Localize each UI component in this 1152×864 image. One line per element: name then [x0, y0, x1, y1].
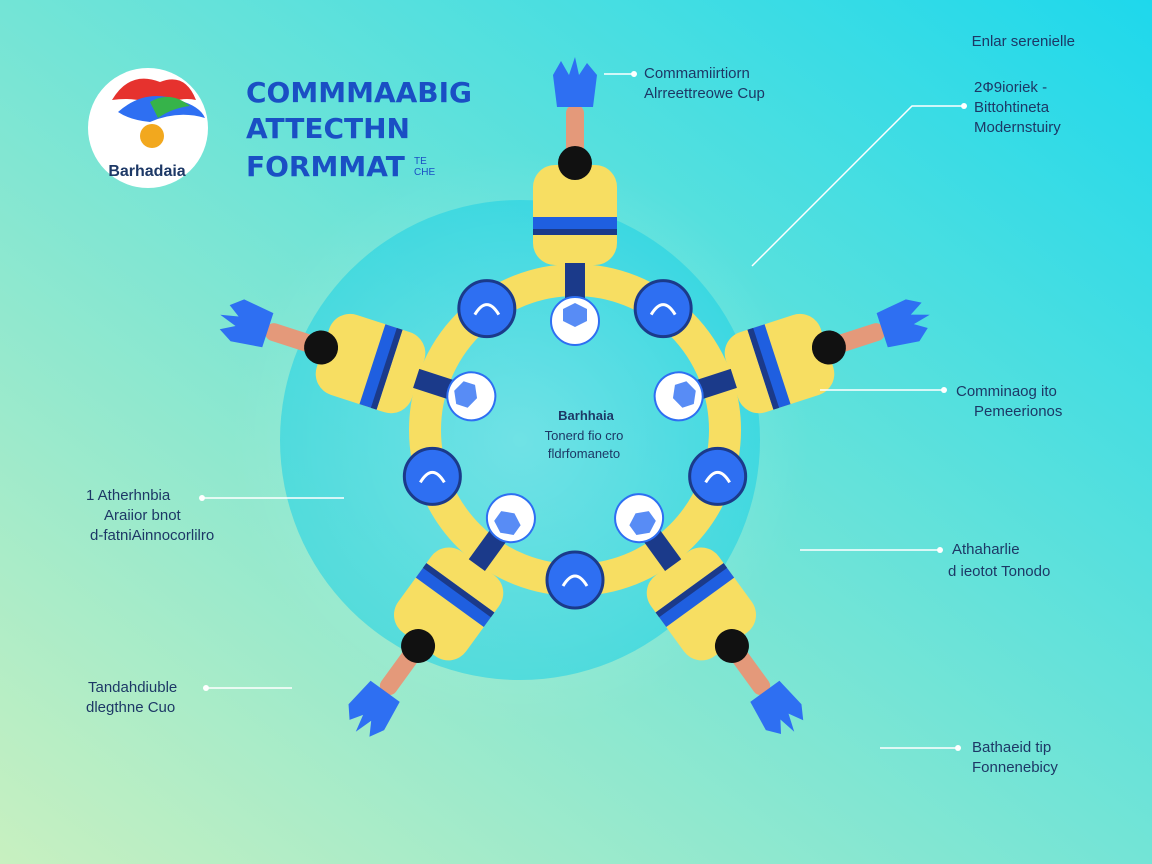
callout-text-1: 1 Atherhnbia [86, 487, 171, 504]
glove-fist-detail [649, 303, 677, 316]
callout-dot [941, 387, 947, 393]
callout-text-2: dlegthne Cuo [86, 699, 175, 716]
goalkeeper-left [219, 299, 497, 422]
glove-fist-icon [688, 446, 748, 506]
glove-icon [553, 57, 597, 107]
glove-joint [402, 446, 462, 506]
goalkeeper-leg [692, 368, 737, 401]
players-ring [219, 57, 930, 737]
title-line-1: COMMMAABIG [246, 76, 472, 109]
goalkeeper-head [304, 330, 339, 365]
callout-text-1: Commamiirtiorn [644, 65, 750, 82]
jersey-stripe-dark [370, 327, 403, 410]
center-line-1: Barhhaia [558, 408, 614, 423]
jersey-stripe [655, 563, 735, 628]
goalkeeper-bottom-left [348, 493, 536, 737]
title-suffix: ТЕ СНЕ [414, 156, 435, 178]
jersey-stripe-dark [747, 327, 780, 410]
goalkeeper-head [811, 330, 846, 365]
glove-fist-icon [457, 279, 517, 339]
goalkeeper-head [401, 629, 436, 664]
callout-bottom-right: Bathaeid tip Fonnenebicy [880, 739, 1058, 776]
callout-dot [955, 745, 961, 751]
glove-icon [750, 680, 804, 734]
top-right-label: Enlar serenielle [972, 33, 1075, 50]
glove-fist-detail [473, 303, 501, 316]
callout-dot [199, 495, 205, 501]
jersey-stripe-dark [533, 229, 617, 235]
jersey-stripe-dark [422, 563, 495, 618]
callout-right-lower: Athaharlie d ieotot Tonodo [800, 541, 1050, 580]
logo-ball-icon [140, 124, 164, 148]
glove-fist-icon [402, 446, 462, 506]
ball-pattern [563, 303, 587, 327]
event-logo: Barhadaia [88, 68, 208, 188]
ball-pattern [454, 381, 478, 408]
title-suffix-b: СНЕ [414, 167, 435, 178]
callout-dot [631, 71, 637, 77]
goalkeeper-head [714, 629, 749, 664]
glove-fist-detail [561, 574, 589, 587]
center-line-3: fldrfomaneto [548, 446, 620, 461]
callout-text-1: Bathaeid tip [972, 739, 1051, 756]
glove-joint [457, 279, 517, 339]
glove-icon [876, 299, 930, 348]
callout-text-3: d-fatniAinnocorlilro [90, 527, 214, 544]
callout-right-middle: Comminaog ito Pemeerionos [820, 383, 1062, 420]
glove-joint [545, 550, 605, 610]
glove-fist-icon [545, 550, 605, 610]
callout-text-1: 2Ф9ioriek - [974, 79, 1047, 96]
callout-dot [937, 547, 943, 553]
title-line-2: ATTECTHN [246, 112, 410, 145]
callout-text-3: Modernstuiry [974, 119, 1061, 136]
goalkeeper-head [558, 146, 592, 180]
callout-text-2: d ieotot Tonodo [948, 563, 1050, 580]
callout-text-2: Pemeerionos [974, 403, 1062, 420]
ball-pattern [672, 381, 696, 408]
title-suffix-a: ТЕ [414, 156, 427, 167]
callout-upper-right: 2Ф9ioriek - Bittohtineta Modernstuiry [751, 79, 1061, 267]
callout-leader [751, 105, 962, 267]
callout-text-1: Tandahdiuble [88, 679, 177, 696]
goalkeeper-leg [565, 263, 585, 303]
callout-text-2: Araiior bnot [104, 507, 182, 524]
ball-pattern [494, 511, 521, 535]
callout-left-middle: 1 Atherhnbia Araiior bnot d-fatniAinnoco… [86, 487, 344, 544]
center-line-2: Tonerd fio cro [545, 428, 624, 443]
callout-dot [961, 103, 967, 109]
glove-icon [348, 680, 400, 737]
glove-fist-icon [633, 279, 693, 339]
logo-swoosh-green [150, 96, 190, 118]
center-text: Barhhaia Tonerd fio cro fldrfomaneto [545, 408, 624, 461]
glove-fist-detail [419, 470, 446, 484]
goalkeeper-right [653, 299, 930, 422]
title-block: COMMMAABIG ATTECTHN FORMMAT ТЕ СНЕ [246, 76, 472, 183]
goalkeeper-top [533, 57, 617, 346]
jersey-stripe [415, 563, 495, 628]
callout-text-2: Alrreettreowe Cup [644, 85, 765, 102]
glove-joint [688, 446, 748, 506]
title-line-3: FORMMAT [246, 150, 405, 183]
callout-text-1: Comminaog ito [956, 383, 1057, 400]
glove-icon [219, 299, 274, 348]
callout-text-2: Bittohtineta [974, 99, 1050, 116]
glove-joint [633, 279, 693, 339]
ball-pattern [629, 511, 656, 535]
logo-wordmark: Barhadaia [108, 163, 185, 180]
callout-top-center: Commamiirtiorn Alrreettreowe Cup [604, 65, 765, 102]
callout-text-2: Fonnenebicy [972, 759, 1058, 776]
callout-dot [203, 685, 209, 691]
callout-text-1: Athaharlie [952, 541, 1020, 558]
callout-left-lower: Tandahdiuble dlegthne Cuo [86, 679, 292, 716]
goalkeeper-torso [533, 165, 617, 265]
glove-fist-detail [704, 470, 731, 484]
goalkeeper-leg [413, 368, 458, 401]
jersey-stripe-dark [655, 563, 728, 618]
goalkeeper-bottom-right [614, 493, 804, 734]
